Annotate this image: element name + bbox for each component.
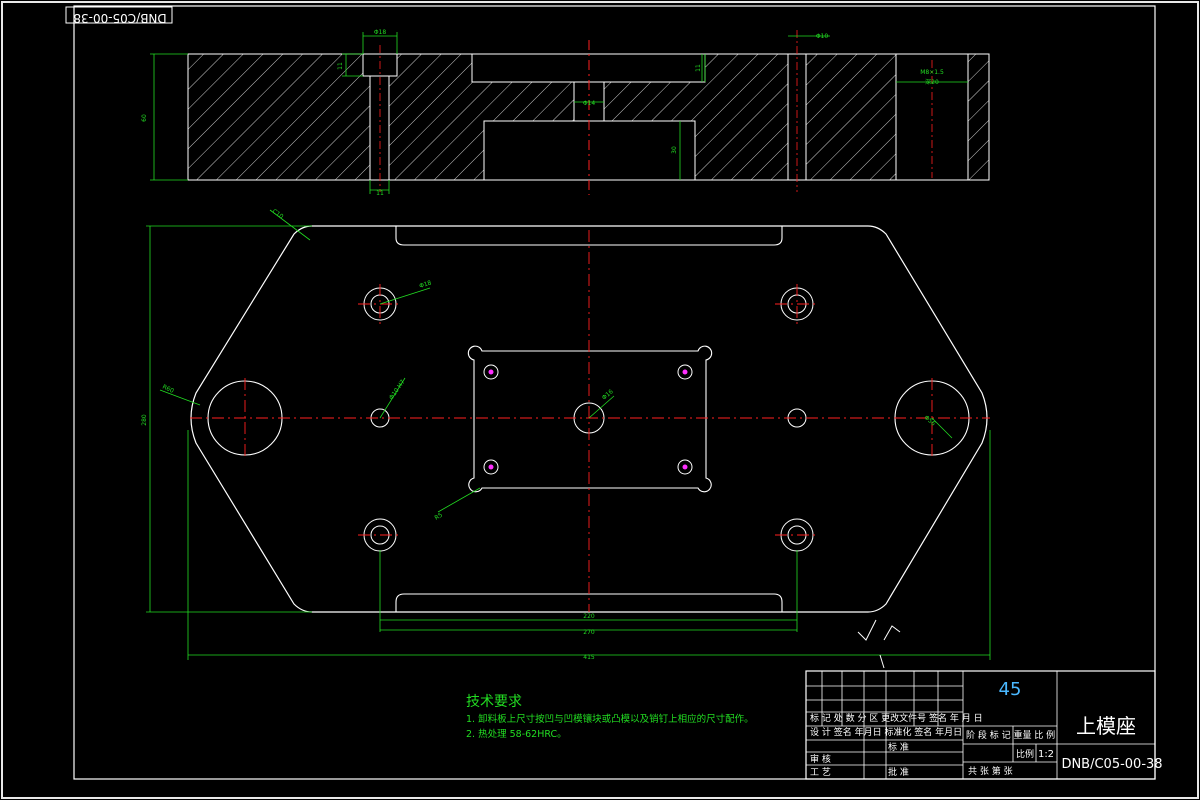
technical-notes: 技术要求 1. 卸料板上尺寸按凹与凹模镶块或凸模以及销钉上相应的尺寸配作。 2.…: [466, 694, 754, 740]
dim-plan-center-hole: Φ16: [601, 388, 615, 401]
title-label-std: 标 准: [888, 741, 909, 753]
dim-plan-right-hole: Φ56: [923, 414, 937, 427]
dim-center-dia: Φ14: [583, 100, 596, 107]
dim-section-height: 60: [141, 114, 148, 122]
roughness-symbol: [857, 619, 901, 641]
dim-plan-hole-ul: Φ18: [418, 279, 432, 290]
title-scale: 1:2: [1038, 749, 1054, 760]
title-label-process: 工 艺: [810, 767, 831, 778]
section-pocket: [483, 120, 696, 181]
notes-item-1: 1. 卸料板上尺寸按凹与凹模镶块或凸模以及销钉上相应的尺寸配作。: [466, 713, 754, 725]
dim-pocket-depth: 30: [671, 146, 678, 154]
title-block: 45 上模座 DNB/C05-00-38 1:2 标 记 处 数 分 区 更改文…: [805, 670, 1163, 780]
dim-plan-hole-center-left: Φ10 H7: [388, 378, 407, 401]
plan-view: 280 C10 R60 Φ18 Φ10 H7 Φ16 Φ56 R5 220 27…: [141, 208, 991, 669]
dim-counterbore-depth: 11: [337, 62, 344, 70]
notes-item-2: 2. 热处理 58-62HRC。: [466, 728, 567, 740]
section-pin-bore: [369, 75, 390, 181]
dim-plan-inner-spacing: 220: [583, 613, 595, 620]
break-mark: [879, 654, 885, 669]
plan-small-hole-1: [483, 364, 499, 380]
notes-title: 技术要求: [466, 694, 522, 710]
title-stage-header: 阶 段 标 记 重量 比 例: [966, 729, 1055, 741]
plan-outline: [190, 225, 988, 613]
plan-center-cavity: [467, 345, 713, 493]
dim-plan-left-radius: R60: [161, 383, 175, 394]
title-row-design: 设 计 签名 年月日 标准化 签名 年月日: [810, 726, 962, 738]
plan-small-hole-mark-3: [488, 464, 494, 470]
title-drawing-number: DNB/C05-00-38: [1061, 757, 1162, 772]
dim-pin-spacing: 11: [376, 190, 384, 197]
title-label-approve: 批 准: [888, 766, 909, 778]
dim-plan-total-width: 415: [583, 654, 595, 661]
section-view: 60 Φ18 11 11 Φ14 11 30 Φ10 M8×1.5 深20: [141, 29, 990, 197]
dim-plan-height: 280: [141, 414, 148, 426]
title-part-name: 上模座: [1076, 714, 1136, 738]
title-material: 45: [999, 679, 1022, 700]
drawing-number-box: [65, 6, 173, 24]
title-label-scale-cell: 比例: [1016, 748, 1034, 760]
dim-plan-outer-spacing: 270: [583, 629, 595, 636]
title-label-audit: 审 核: [810, 753, 831, 765]
plan-small-hole-mark-1: [488, 369, 494, 375]
plan-small-hole-mark-4: [682, 464, 688, 470]
dim-thread-spec: M8×1.5: [920, 69, 944, 76]
drawing-frame: [73, 5, 1156, 780]
plan-small-hole-2: [677, 364, 693, 380]
dim-slot-depth: 11: [695, 64, 702, 72]
plan-top-slot: [395, 226, 783, 246]
dim-counterbore-dia: Φ18: [374, 29, 387, 36]
title-row-mark: 标 记 处 数 分 区 更改文件号 签名 年 月 日: [810, 712, 983, 724]
title-sheet-text: 共 张 第 张: [968, 765, 1013, 777]
dim-plan-corner-radius: R5: [434, 512, 445, 522]
plan-small-hole-mark-2: [682, 369, 688, 375]
dim-plan-corner: C10: [271, 208, 285, 221]
drawing-number-top: DNB/C05-00-38: [73, 11, 166, 25]
plan-small-hole-3: [483, 459, 499, 475]
plan-small-hole-4: [677, 459, 693, 475]
dim-thread-depth: 深20: [925, 78, 939, 86]
dim-pin-dia: Φ10: [816, 33, 829, 40]
